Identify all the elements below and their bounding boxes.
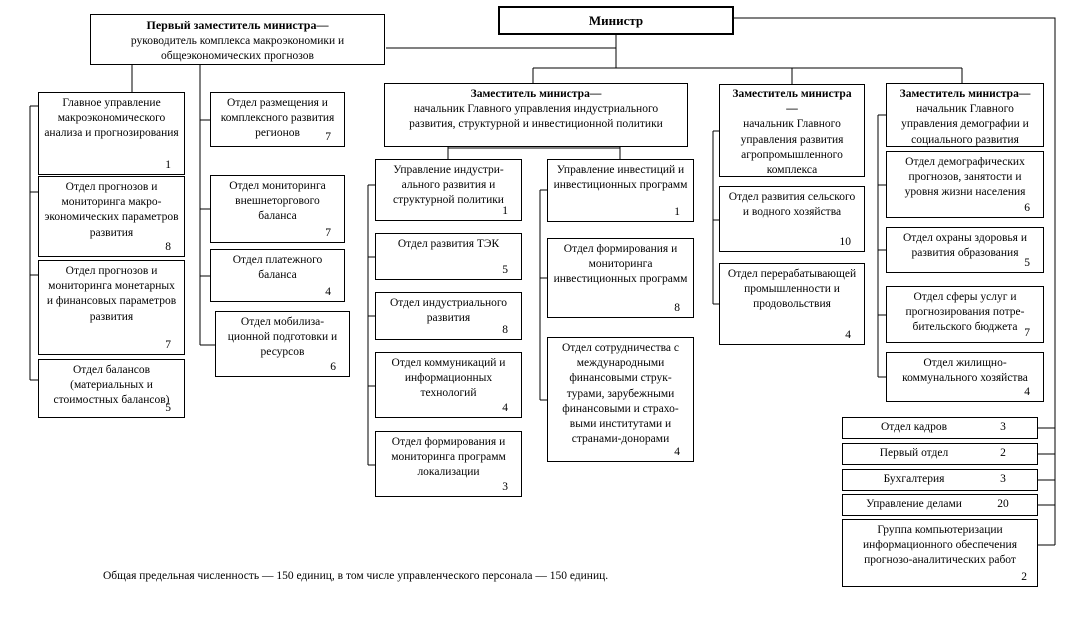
box-main-macro-analysis: Главное управление макроэкономического а… xyxy=(38,92,185,175)
box-label: Отдел индустриального развития xyxy=(389,297,508,325)
box-count: 6 xyxy=(330,360,336,373)
box-count: 7 xyxy=(165,338,171,351)
box-count: 7 xyxy=(325,130,331,143)
box-label: Отдел балансов (материальных и стоимостн… xyxy=(53,364,170,407)
first-deputy-title: Первый заместитель министра— xyxy=(146,18,329,32)
box-count: 1 xyxy=(674,205,680,218)
box-label: Управление делами xyxy=(866,498,962,511)
box-label: Управление инвестиций и инвестиционных п… xyxy=(553,164,688,192)
box-count: 8 xyxy=(502,323,508,336)
box-label: Отдел формирования и мониторинга програм… xyxy=(391,436,506,479)
box-count: 5 xyxy=(502,263,508,276)
deputy-agro-title: Заместитель министра— xyxy=(732,88,852,116)
box-label: Группа компьютеризации информационного о… xyxy=(863,524,1017,567)
box-demographic-forecasts: Отдел демографических прогнозов, занятос… xyxy=(886,151,1044,218)
box-count: 4 xyxy=(502,401,508,414)
box-label: Отдел прогнозов и мониторинга макро-экон… xyxy=(44,181,179,239)
box-label: Отдел сферы услуг и прогнозирования потр… xyxy=(905,291,1025,334)
box-label: Отдел прогнозов и мониторинга монетарных… xyxy=(46,265,177,323)
box-industrial-development: Отдел индустриального развития 8 xyxy=(375,292,522,340)
box-label: Отдел перерабатывающей промышленности и … xyxy=(727,268,857,311)
deputy-demography-title: Заместитель министра— xyxy=(899,88,1031,100)
box-label: Отдел формирования и мониторинга инвести… xyxy=(553,243,688,286)
box-count: 20 xyxy=(997,498,1009,511)
box-communications-it: Отдел коммуникаций и информационных техн… xyxy=(375,352,522,418)
box-fuel-energy: Отдел развития ТЭК 5 xyxy=(375,233,522,280)
box-regions-development: Отдел размещения и комплексного развития… xyxy=(210,92,345,147)
box-housing-utilities: Отдел жилищно-коммунального хозяйства 4 xyxy=(886,352,1044,402)
box-count: 4 xyxy=(674,445,680,458)
box-agriculture-water: Отдел развития сельского и водного хозяй… xyxy=(719,186,865,252)
box-count: 2 xyxy=(1000,447,1006,460)
minister-label: Министр xyxy=(588,12,644,28)
box-foreign-trade-balance: Отдел мониторинга внешнеторгового баланс… xyxy=(210,175,345,243)
box-count: 6 xyxy=(1024,201,1030,214)
box-deputy-industrial: Заместитель министра— начальник Главного… xyxy=(384,83,688,147)
box-count: 8 xyxy=(165,240,171,253)
box-label: Управление индустри-ального развития и с… xyxy=(393,164,504,207)
deputy-industrial-title: Заместитель министра— xyxy=(470,88,602,100)
box-count: 7 xyxy=(1024,326,1030,339)
box-count: 4 xyxy=(325,285,331,298)
box-count: 1 xyxy=(502,204,508,217)
box-investments-dept: Управление инвестиций и инвестиционных п… xyxy=(547,159,694,222)
deputy-demography-subtitle: начальник Главного управления демографии… xyxy=(901,103,1029,146)
box-label: Главное управление макроэкономического а… xyxy=(44,97,179,140)
box-label: Отдел мониторинга внешнеторгового баланс… xyxy=(229,180,326,223)
box-label: Первый отдел xyxy=(879,447,949,460)
box-label: Отдел развития сельского и водного хозяй… xyxy=(728,191,856,219)
box-monetary-params-forecast: Отдел прогнозов и мониторинга монетарных… xyxy=(38,260,185,355)
box-computerization-group: Группа компьютеризации информационного о… xyxy=(842,519,1038,587)
box-industrial-dept: Управление индустри-ального развития и с… xyxy=(375,159,522,221)
box-localization-programs: Отдел формирования и мониторинга програм… xyxy=(375,431,522,497)
box-label: Отдел размещения и комплексного развития… xyxy=(220,97,335,140)
box-label: Отдел охраны здоровья и развития образов… xyxy=(902,232,1027,260)
box-accounting: Бухгалтерия 3 xyxy=(842,469,1038,491)
deputy-industrial-subtitle: начальник Главного управления индустриал… xyxy=(409,103,663,131)
box-label: Отдел развития ТЭК xyxy=(397,238,500,250)
box-mobilization: Отдел мобилиза-ционной подготовки и ресу… xyxy=(215,311,350,377)
box-first-dept: Первый отдел 2 xyxy=(842,443,1038,465)
box-minister: Министр xyxy=(498,6,734,35)
box-deputy-agro: Заместитель министра— начальник Главного… xyxy=(719,84,865,177)
box-count: 10 xyxy=(839,235,852,248)
box-label: Отдел демографических прогнозов, занятос… xyxy=(904,156,1026,199)
box-count: 3 xyxy=(502,480,508,493)
box-affairs-dept: Управление делами 20 xyxy=(842,494,1038,516)
box-first-deputy: Первый заместитель министра— руководител… xyxy=(90,14,385,65)
box-label: Отдел платежного баланса xyxy=(232,254,323,282)
box-label: Отдел мобилиза-ционной подготовки и ресу… xyxy=(227,316,338,359)
box-count: 7 xyxy=(325,226,331,239)
box-international-cooperation: Отдел сотрудничества с международными фи… xyxy=(547,337,694,462)
box-investment-programs: Отдел формирования и мониторинга инвести… xyxy=(547,238,694,318)
box-payment-balance: Отдел платежного баланса 4 xyxy=(210,249,345,302)
box-label: Отдел сотрудничества с международными фи… xyxy=(561,342,680,446)
box-hr-dept: Отдел кадров 3 xyxy=(842,417,1038,439)
box-balances: Отдел балансов (материальных и стоимостн… xyxy=(38,359,185,418)
box-count: 4 xyxy=(845,328,851,341)
box-count: 4 xyxy=(1024,385,1030,398)
box-deputy-demography: Заместитель министра— начальник Главного… xyxy=(886,83,1044,147)
box-processing-industry: Отдел перерабатывающей промышленности и … xyxy=(719,263,865,345)
box-label: Отдел жилищно-коммунального хозяйства xyxy=(902,357,1028,385)
box-label: Отдел коммуникаций и информационных техн… xyxy=(391,357,506,400)
box-count: 5 xyxy=(165,401,171,414)
box-count: 1 xyxy=(165,158,171,171)
deputy-agro-subtitle: начальник Главного управления развития а… xyxy=(740,118,844,176)
box-health-education: Отдел охраны здоровья и развития образов… xyxy=(886,227,1044,273)
box-label: Отдел кадров xyxy=(880,421,948,434)
box-macro-params-forecast: Отдел прогнозов и мониторинга макро-экон… xyxy=(38,176,185,257)
footnote: Общая предельная численность — 150 едини… xyxy=(103,570,609,582)
box-count: 3 xyxy=(1000,473,1006,486)
first-deputy-subtitle: руководитель комплекса макроэкономики и … xyxy=(130,34,345,62)
box-services-consumer-budget: Отдел сферы услуг и прогнозирования потр… xyxy=(886,286,1044,343)
box-count: 3 xyxy=(1000,421,1006,434)
box-count: 5 xyxy=(1024,256,1030,269)
box-count: 2 xyxy=(1021,570,1027,583)
box-count: 8 xyxy=(674,301,680,314)
box-label: Бухгалтерия xyxy=(883,473,945,486)
